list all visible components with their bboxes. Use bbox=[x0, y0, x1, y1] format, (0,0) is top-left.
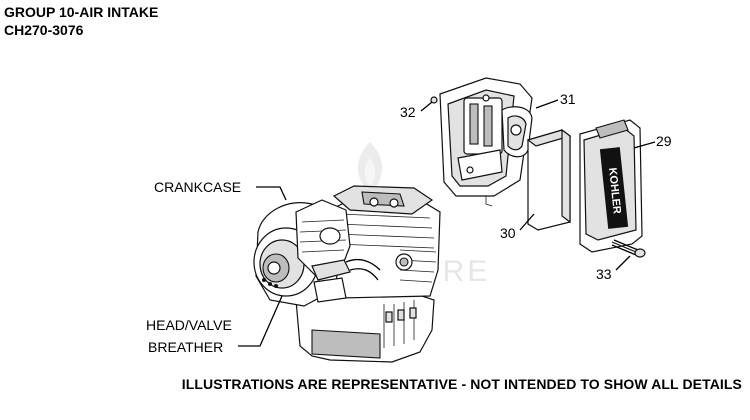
mounting-stud bbox=[430, 96, 438, 104]
disclaimer-text: ILLUSTRATIONS ARE REPRESENTATIVE - NOT I… bbox=[181, 376, 742, 392]
label-part-29: 29 bbox=[656, 133, 672, 149]
group-title: GROUP 10-AIR INTAKE bbox=[4, 4, 159, 20]
label-part-31: 31 bbox=[560, 91, 576, 107]
leader-32 bbox=[420, 101, 433, 112]
label-breather: BREATHER bbox=[148, 339, 223, 355]
label-head-valve: HEAD/VALVE bbox=[146, 317, 232, 333]
air-cleaner-cover: KOHLER bbox=[579, 119, 643, 253]
label-crankcase: CRANKCASE bbox=[154, 179, 241, 195]
label-part-30: 30 bbox=[500, 225, 516, 241]
watermark-flame-icon bbox=[357, 142, 383, 194]
kohler-brand-text: KOHLER bbox=[606, 167, 623, 214]
engine-illustration bbox=[253, 185, 441, 363]
leader-31 bbox=[535, 99, 559, 109]
model-number: CH270-3076 bbox=[4, 22, 84, 38]
footer-disclaimer: ILLUSTRATIONS ARE REPRESENTATIVE - NOT I… bbox=[0, 376, 750, 392]
label-part-33: 33 bbox=[596, 266, 612, 282]
mounting-screw bbox=[611, 239, 646, 258]
label-part-32: 32 bbox=[400, 104, 416, 120]
air-cleaner-base bbox=[439, 77, 533, 207]
leader-crankcase bbox=[256, 186, 287, 201]
leader-head-valve bbox=[238, 295, 283, 347]
filter-element bbox=[526, 128, 572, 231]
leader-33 bbox=[615, 255, 631, 271]
title-block: GROUP 10-AIR INTAKE CH270-3076 bbox=[4, 3, 158, 39]
leader-29 bbox=[633, 141, 656, 149]
gasket-part bbox=[501, 106, 533, 158]
leader-30 bbox=[519, 213, 535, 231]
